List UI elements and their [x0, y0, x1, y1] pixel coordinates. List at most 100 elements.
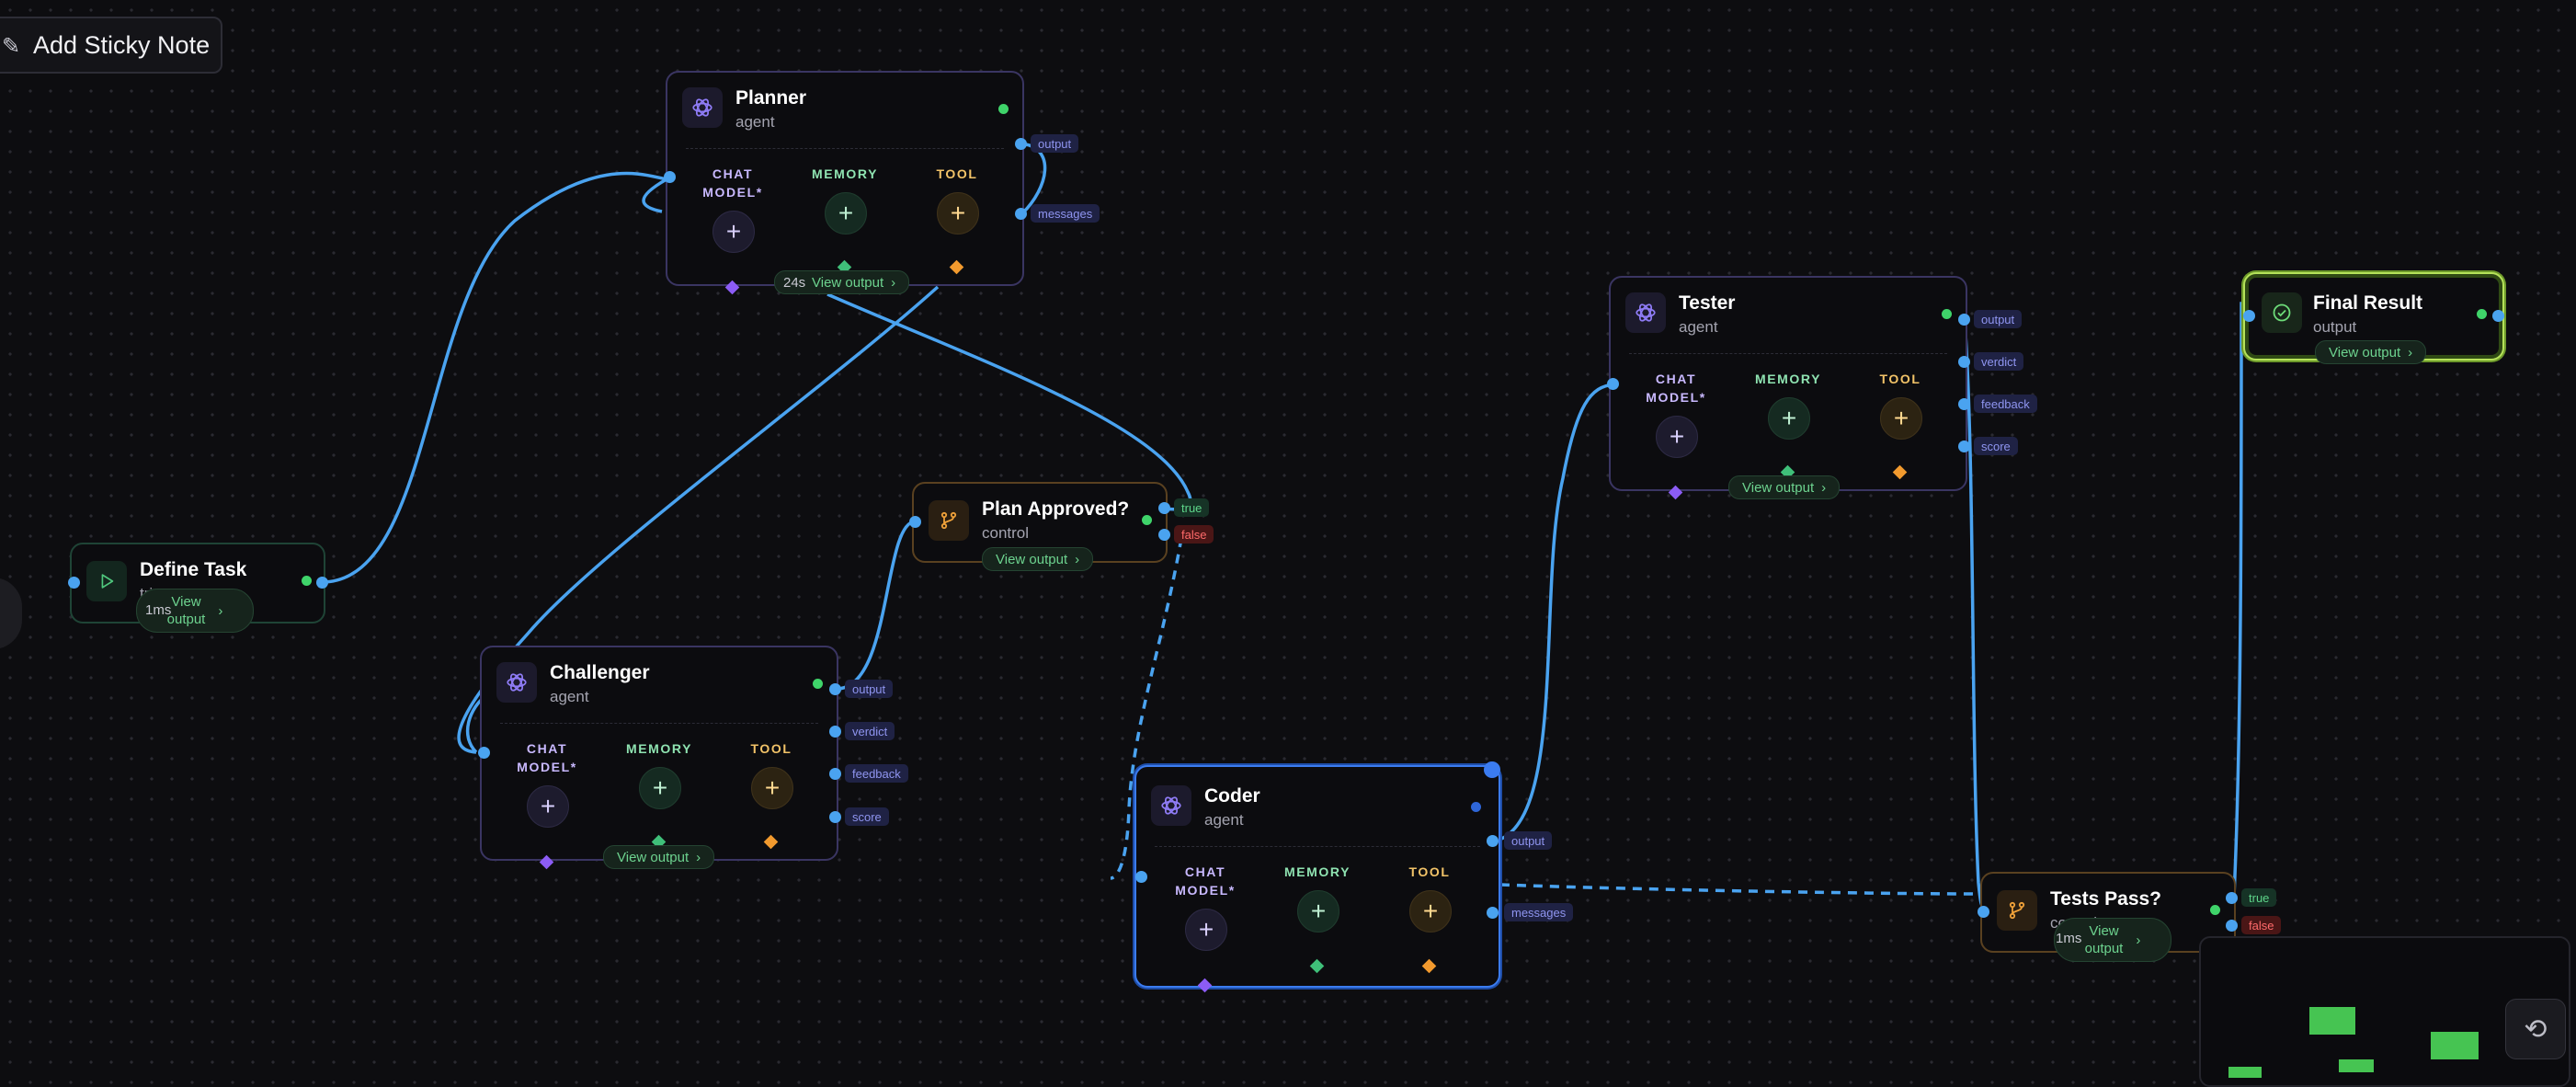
- status-indicator: [302, 576, 312, 586]
- slot-tool: TOOL +: [906, 165, 1008, 235]
- input-port[interactable]: [478, 747, 490, 759]
- feedback-port[interactable]: [829, 768, 841, 780]
- add-memory-button[interactable]: +: [639, 767, 681, 809]
- input-port[interactable]: [1135, 871, 1147, 883]
- add-chat-model-button[interactable]: +: [712, 211, 755, 253]
- port-label-score: score: [845, 807, 889, 826]
- input-port[interactable]: [1978, 906, 1989, 918]
- port-label-output: output: [845, 680, 894, 698]
- wire-challenger-to-approved: [836, 520, 916, 691]
- chevron-right-icon: ›: [696, 849, 701, 865]
- score-port[interactable]: [829, 811, 841, 823]
- node-divider: [686, 148, 1004, 149]
- input-port[interactable]: [664, 171, 676, 183]
- add-memory-button[interactable]: +: [1768, 397, 1810, 440]
- port-label-output: output: [1504, 831, 1553, 850]
- messages-port[interactable]: [1015, 208, 1027, 220]
- output-port[interactable]: [1487, 835, 1499, 847]
- minimap-node: [2339, 1059, 2374, 1072]
- port-label-verdict: verdict: [845, 722, 895, 740]
- input-port[interactable]: [1607, 378, 1619, 390]
- wire-tests-to-final: [2232, 302, 2251, 898]
- resize-handle[interactable]: [1484, 761, 1500, 778]
- input-port[interactable]: [2243, 310, 2255, 322]
- add-tool-button[interactable]: +: [1409, 890, 1452, 933]
- score-port[interactable]: [1958, 441, 1970, 452]
- input-port[interactable]: [909, 516, 921, 528]
- chevron-right-icon: ›: [2408, 344, 2413, 360]
- false-port[interactable]: [2226, 920, 2238, 932]
- messages-port[interactable]: [1487, 907, 1499, 919]
- slot-label-memory: MEMORY: [1283, 864, 1351, 879]
- add-memory-button[interactable]: +: [1297, 890, 1339, 933]
- output-port[interactable]: [2492, 310, 2504, 322]
- node-type: output: [2313, 318, 2357, 336]
- feedback-port[interactable]: [1958, 398, 1970, 410]
- git-branch-icon: [929, 500, 969, 541]
- node-divider: [1629, 353, 1947, 354]
- reset-view-button[interactable]: ⟲: [2505, 999, 2566, 1059]
- view-output-button[interactable]: View output›: [982, 547, 1094, 571]
- add-chat-model-button[interactable]: +: [527, 785, 569, 828]
- minimap-node: [2309, 1007, 2355, 1035]
- verdict-port[interactable]: [829, 726, 841, 738]
- add-memory-button[interactable]: +: [825, 192, 867, 235]
- add-sticky-note-label: Add Sticky Note: [33, 30, 211, 59]
- port-label-score: score: [1974, 437, 2018, 455]
- add-chat-model-button[interactable]: +: [1656, 416, 1698, 458]
- view-output-button[interactable]: View output›: [1728, 475, 1841, 499]
- slot-label-tool: TOOL: [750, 741, 792, 756]
- check-circle-icon: [2262, 292, 2302, 333]
- minimap-node: [2431, 1032, 2479, 1059]
- input-port[interactable]: [68, 577, 80, 589]
- add-chat-model-button[interactable]: +: [1185, 909, 1227, 951]
- output-port[interactable]: [1015, 138, 1027, 150]
- add-sticky-note-button[interactable]: ✎ Add Sticky Note: [0, 17, 222, 74]
- node-define-task[interactable]: Define Task trigger: [70, 543, 325, 624]
- play-icon: [86, 561, 127, 601]
- add-tool-button[interactable]: +: [1880, 397, 1922, 440]
- node-type: control: [982, 524, 1030, 542]
- view-output-button[interactable]: View output›: [2315, 340, 2427, 364]
- slot-label-tool: TOOL: [936, 166, 978, 181]
- port-label-feedback: feedback: [1974, 395, 2037, 413]
- add-tool-button[interactable]: +: [937, 192, 979, 235]
- chevron-right-icon: ›: [1821, 479, 1827, 496]
- node-type: agent: [1204, 811, 1244, 829]
- node-divider: [500, 723, 818, 724]
- slot-tool: TOOL +: [1850, 370, 1951, 440]
- left-panel-handle[interactable]: [0, 578, 22, 649]
- slot-label-tool: TOOL: [1879, 372, 1921, 386]
- add-tool-button[interactable]: +: [751, 767, 793, 809]
- slot-label-memory: MEMORY: [1754, 372, 1822, 386]
- output-port[interactable]: [1958, 314, 1970, 326]
- true-port[interactable]: [2226, 892, 2238, 904]
- status-indicator: [813, 679, 823, 689]
- true-port[interactable]: [1158, 502, 1170, 514]
- output-port[interactable]: [316, 577, 328, 589]
- view-output-button[interactable]: View output›: [603, 845, 715, 869]
- node-title: Plan Approved?: [982, 498, 1130, 520]
- false-port[interactable]: [1158, 529, 1170, 541]
- output-port[interactable]: [829, 683, 841, 695]
- slot-tool: TOOL +: [721, 739, 822, 809]
- port-label-messages: messages: [1504, 903, 1574, 921]
- wire-define-to-planner: [321, 171, 667, 584]
- node-type: agent: [735, 113, 775, 131]
- wire-planner-loop: [642, 177, 667, 213]
- sticky-note-icon: ✎: [2, 34, 21, 59]
- verdict-port[interactable]: [1958, 356, 1970, 368]
- slot-label-memory: MEMORY: [625, 741, 693, 756]
- port-label-true: true: [1174, 498, 1210, 517]
